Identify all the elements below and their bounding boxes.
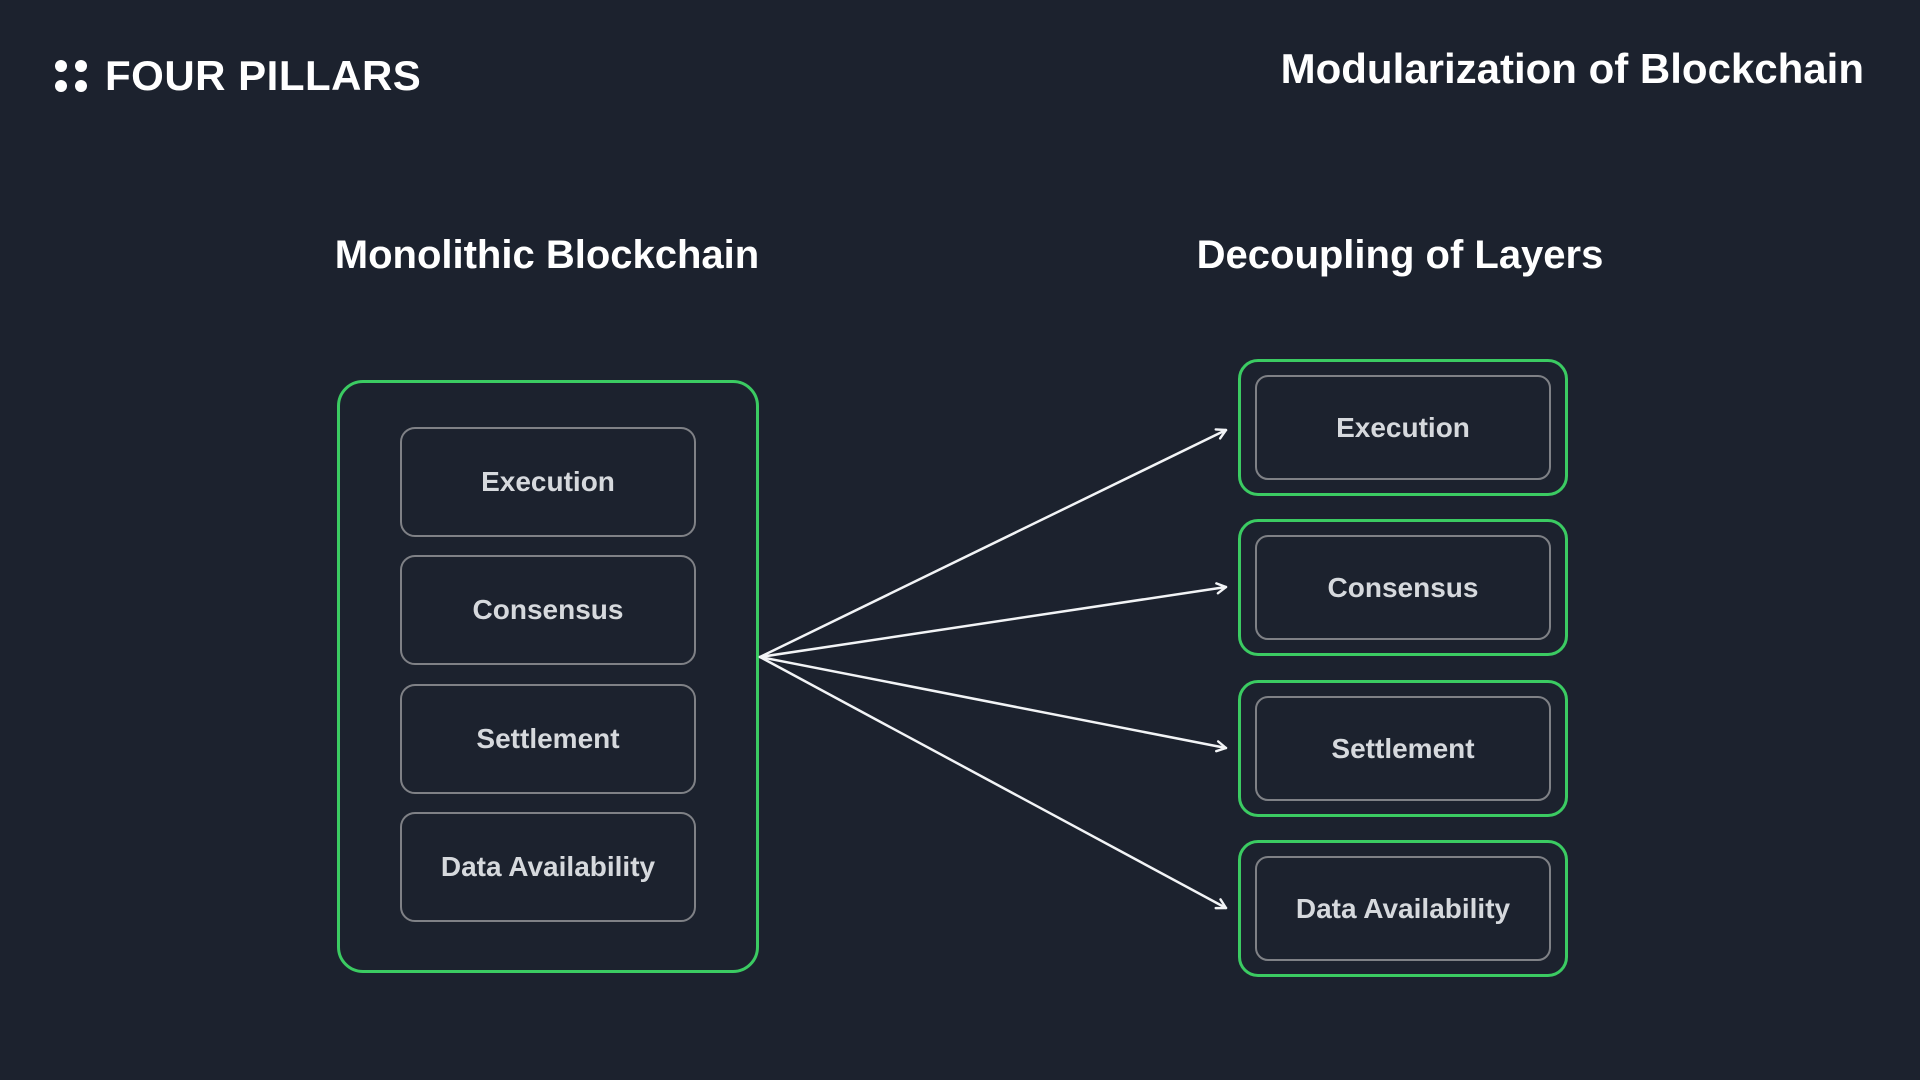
mono-layer-consensus: Consensus xyxy=(400,555,696,666)
layer-label: Settlement xyxy=(476,722,620,754)
brand: FOUR PILLARS xyxy=(55,52,421,100)
layer-label: Data Availability xyxy=(440,850,656,882)
mono-layer-data-availability: Data Availability xyxy=(400,811,696,922)
logo-dot xyxy=(55,80,67,92)
layer-label: Execution xyxy=(481,466,615,497)
modular-box-data-availability: Data Availability xyxy=(1238,840,1568,977)
layer-label: Settlement xyxy=(1331,732,1475,764)
brand-name: FOUR PILLARS xyxy=(105,52,422,99)
mono-layer-execution: Execution xyxy=(400,427,696,537)
layer-label: Consensus xyxy=(472,594,624,626)
modular-box-execution: Execution xyxy=(1238,359,1568,496)
decoupling-heading: Decoupling of Layers xyxy=(1196,233,1604,277)
modular-layer-execution: Execution xyxy=(1255,375,1551,480)
slide-title: Modularization of Blockchain xyxy=(1280,45,1864,92)
layer-label: Execution xyxy=(1336,411,1470,443)
layer-label: Data Availability xyxy=(1295,892,1511,924)
monolithic-heading: Monolithic Blockchain xyxy=(334,233,760,277)
modular-layer-data-availability: Data Availability xyxy=(1255,856,1551,961)
logo-dot xyxy=(75,60,87,72)
modular-layer-settlement: Settlement xyxy=(1255,696,1551,801)
four-pillars-logo-icon xyxy=(55,60,87,92)
modular-box-consensus: Consensus xyxy=(1238,519,1568,656)
monolithic-container: Execution Consensus Settlement Data Avai… xyxy=(337,380,759,973)
layer-label: Consensus xyxy=(1327,571,1479,603)
modular-box-settlement: Settlement xyxy=(1238,680,1568,817)
logo-dot xyxy=(55,60,67,72)
modular-layer-consensus: Consensus xyxy=(1255,535,1551,640)
logo-dot xyxy=(75,80,87,92)
mono-layer-settlement: Settlement xyxy=(400,683,696,794)
